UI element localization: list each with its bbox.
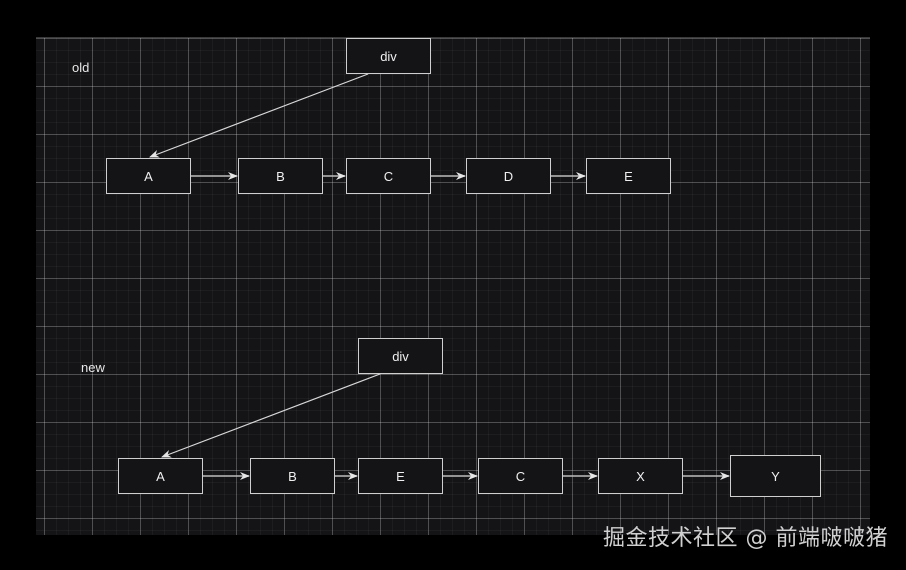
- section-label-old: old: [72, 60, 90, 75]
- node-new-y: Y: [730, 455, 821, 497]
- node-old-d: D: [466, 158, 551, 194]
- node-new-b: B: [250, 458, 335, 494]
- node-new-c: C: [478, 458, 563, 494]
- section-label-new: new: [81, 360, 105, 375]
- node-old-b: B: [238, 158, 323, 194]
- node-old-div: div: [346, 38, 431, 74]
- node-new-x: X: [598, 458, 683, 494]
- node-new-a: A: [118, 458, 203, 494]
- node-old-c: C: [346, 158, 431, 194]
- node-old-e: E: [586, 158, 671, 194]
- watermark: 掘金技术社区 @ 前端啵啵猪: [603, 526, 888, 551]
- node-new-e: E: [358, 458, 443, 494]
- node-old-a: A: [106, 158, 191, 194]
- node-new-div: div: [358, 338, 443, 374]
